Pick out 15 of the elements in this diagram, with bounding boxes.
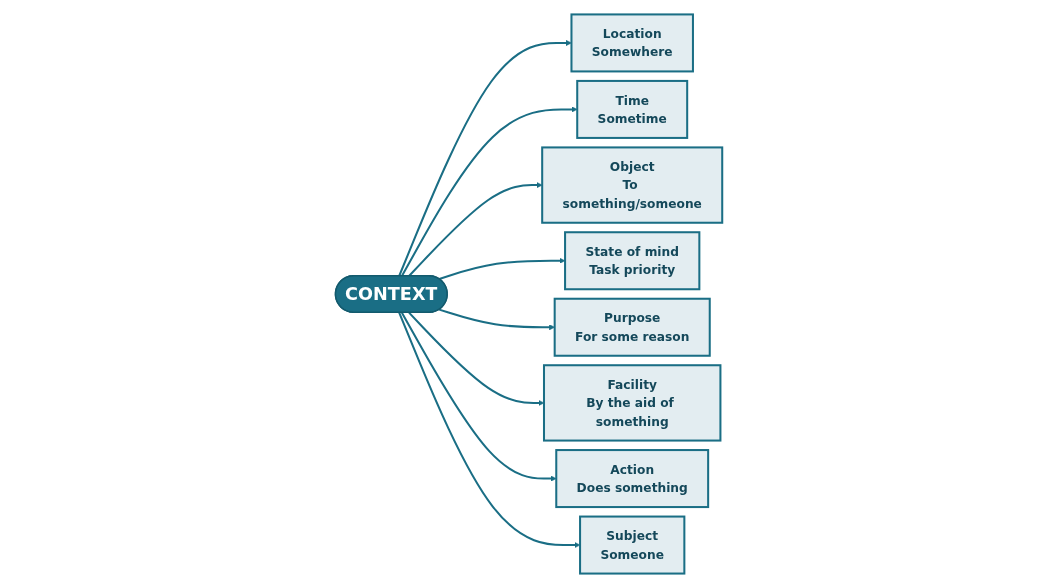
node-box: Location Somewhere — [570, 12, 695, 72]
arrow — [408, 311, 545, 406]
node-box: Facility By the aid of something — [543, 363, 722, 442]
node-box: Object To something/someone — [541, 145, 724, 224]
arrow — [439, 257, 566, 280]
arrow — [398, 39, 572, 276]
node-box: Action Does something — [555, 448, 710, 508]
arrow — [398, 311, 581, 548]
node-box: Subject Someone — [579, 515, 686, 575]
node-box: Time Sometime — [576, 79, 689, 139]
arrow — [401, 105, 578, 276]
node-box: State of mind Task priority — [564, 230, 701, 290]
arrow — [408, 181, 543, 277]
arrow — [401, 311, 557, 482]
node-box: Purpose For some reason — [553, 297, 711, 357]
